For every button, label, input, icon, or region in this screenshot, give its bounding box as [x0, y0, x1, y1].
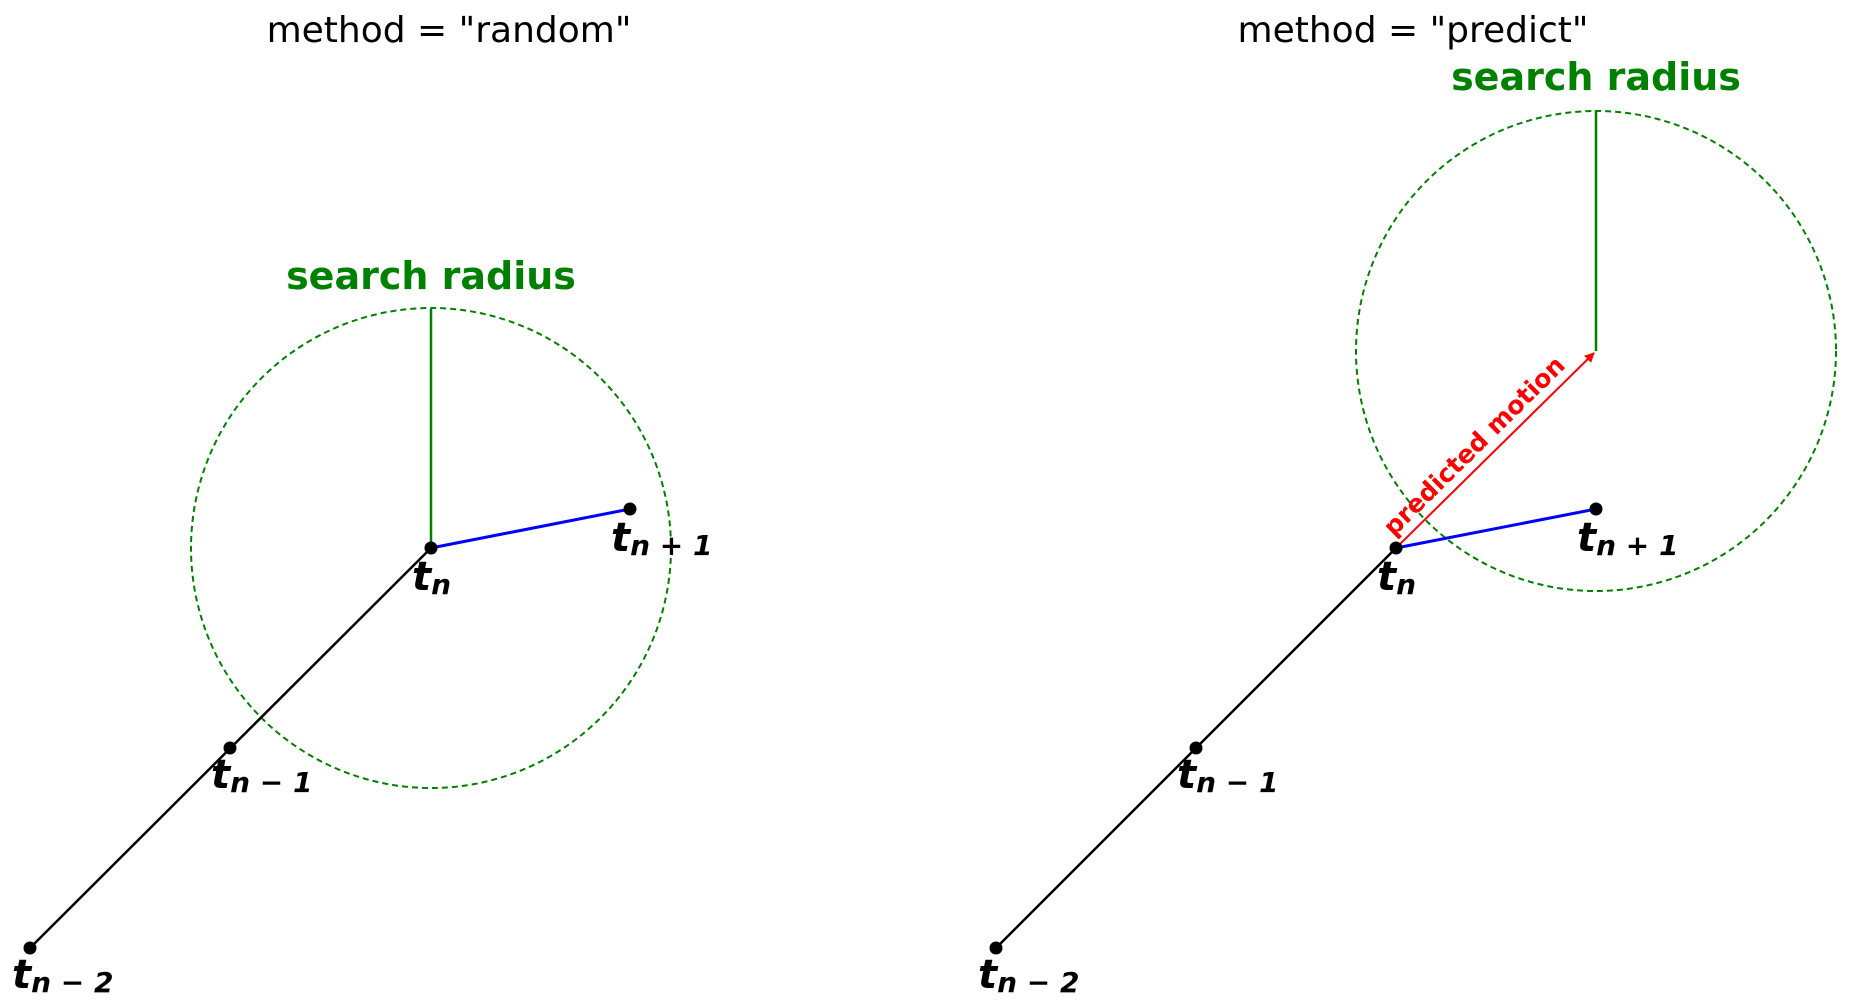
- label-t-n: tn: [1377, 554, 1416, 601]
- label-t-n: tn: [412, 554, 451, 601]
- point-t-n-minus-1: [1189, 741, 1203, 755]
- predicted-motion-arrow: [1395, 352, 1595, 549]
- label-t-n-minus-2: tn − 2: [978, 952, 1080, 999]
- label-t-n-minus-1: tn − 1: [211, 752, 313, 799]
- point-t-n-plus-1: [623, 502, 637, 516]
- search-radius-label: search radius: [286, 254, 576, 298]
- panel-random: method = "random" search radius tn − 2 t…: [12, 10, 713, 999]
- label-t-n-minus-1: tn − 1: [1177, 752, 1279, 799]
- panel-title: method = "random": [267, 10, 632, 51]
- point-t-n: [1389, 541, 1403, 555]
- label-t-n-plus-1: tn + 1: [611, 515, 713, 562]
- point-t-n-plus-1: [1589, 502, 1603, 516]
- panel-title: method = "predict": [1238, 10, 1589, 51]
- search-circle: [190, 307, 672, 789]
- point-t-n-minus-2: [23, 941, 37, 955]
- point-t-n-minus-1: [223, 741, 237, 755]
- link-line: [430, 507, 631, 550]
- link-line: [1395, 507, 1597, 550]
- point-t-n-minus-2: [989, 941, 1003, 955]
- label-t-n-minus-2: tn − 2: [12, 952, 114, 999]
- search-radius-label: search radius: [1451, 55, 1741, 99]
- predicted-motion-label: predicted motion: [1377, 350, 1570, 541]
- label-t-n-plus-1: tn + 1: [1577, 515, 1679, 562]
- point-t-n: [424, 541, 438, 555]
- panel-predict: method = "predict" search radius predict…: [978, 10, 1837, 999]
